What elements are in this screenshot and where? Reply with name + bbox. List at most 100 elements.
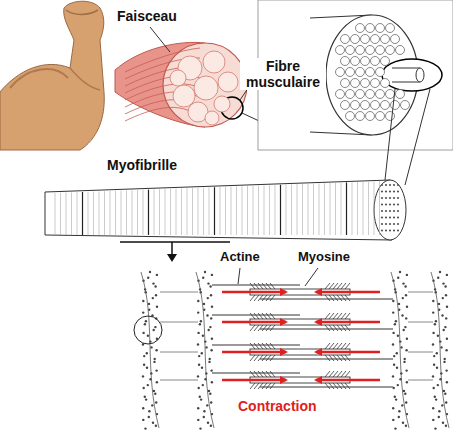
- z-disc-dot: [154, 358, 156, 360]
- fibre-cell: [371, 79, 380, 88]
- fibre-cell: [376, 68, 385, 77]
- myofibril-band: [335, 183, 336, 235]
- fibre-cell: [386, 90, 395, 99]
- z-disc-dot: [392, 343, 394, 345]
- leader-line: [305, 268, 318, 286]
- myofibril-band: [93, 192, 94, 235]
- z-disc-dot: [201, 352, 203, 354]
- z-disc-dot: [442, 282, 444, 284]
- z-disc-dot: [393, 355, 395, 357]
- z-disc-dot: [438, 416, 440, 418]
- z-disc-dot: [406, 306, 408, 308]
- myofilament-dot: [397, 229, 399, 231]
- myofilament-dot: [385, 216, 387, 218]
- myofilament-dot: [397, 216, 399, 218]
- fibre-cell: [381, 35, 390, 44]
- myofibril-band: [148, 190, 149, 235]
- z-disc-dot: [204, 271, 206, 273]
- part-label: Faisceau: [115, 8, 179, 24]
- z-disc-dot: [143, 387, 145, 389]
- myofibril-band: [187, 188, 188, 235]
- myosin-head: [325, 325, 330, 331]
- myofibril-band: [258, 186, 259, 235]
- myofibril-band: [55, 193, 56, 235]
- myofibril-band: [71, 192, 72, 235]
- myofibril-band: [286, 185, 287, 235]
- myofilament-dot: [393, 203, 395, 205]
- myofilament-dot: [397, 197, 399, 199]
- fibre-cell: [341, 79, 350, 88]
- z-disc-dot: [403, 361, 405, 363]
- z-disc-dot: [405, 317, 407, 319]
- actin-filament: [160, 292, 198, 293]
- z-disc-dot: [155, 294, 157, 296]
- process-label: Contraction: [236, 398, 319, 414]
- myofibril-band: [88, 192, 89, 235]
- myosin-head: [270, 313, 275, 319]
- myofibril-band: [77, 192, 78, 235]
- z-disc-dot: [445, 401, 447, 403]
- z-disc-dot: [392, 311, 394, 313]
- z-disc: [196, 272, 214, 428]
- zoom-lines: [385, 89, 430, 185]
- fibre-cell: [381, 57, 390, 66]
- myofilament-dot: [393, 216, 395, 218]
- actin-filament: [408, 292, 433, 293]
- myofilament-dot: [381, 210, 383, 212]
- z-disc-dot: [399, 271, 401, 273]
- z-disc-dot: [142, 419, 144, 421]
- part-label: Actine: [218, 250, 262, 265]
- z-disc-dot: [398, 303, 400, 305]
- z-disc-dot: [154, 285, 156, 287]
- z-disc-dot: [405, 401, 407, 403]
- z-disc-dot: [432, 300, 434, 302]
- z-disc-dot: [392, 407, 394, 409]
- myofibril-band: [374, 181, 375, 235]
- fibre-cell: [366, 68, 375, 77]
- z-disc-dot: [398, 416, 400, 418]
- z-disc-dot: [406, 381, 408, 383]
- myofibril-band: [66, 193, 67, 235]
- myofibril-band: [308, 184, 309, 235]
- fibre-cell: [356, 46, 365, 55]
- myofilament-dot: [381, 203, 383, 205]
- z-disc-dot: [207, 422, 209, 424]
- z-disc-dot: [197, 343, 199, 345]
- myofibril-band: [319, 183, 320, 235]
- z-disc-dot: [210, 294, 212, 296]
- myofibril: [374, 180, 406, 240]
- myofibril-band: [291, 184, 292, 235]
- z-disc-dot: [445, 425, 447, 427]
- z-disc-dot: [209, 326, 211, 328]
- fascicle: [194, 76, 218, 100]
- myofibril-band: [198, 188, 199, 235]
- fibre-cell: [356, 24, 365, 33]
- z-disc-dot: [148, 416, 150, 418]
- myofibril-band: [181, 188, 182, 235]
- myofibril-band: [154, 189, 155, 235]
- z-disc-dot: [405, 294, 407, 296]
- fascicle: [214, 96, 230, 112]
- myofilament-dot: [381, 216, 383, 218]
- z-disc-dot: [405, 425, 407, 427]
- part-label: Myofibrille: [105, 157, 179, 173]
- fibre-cell: [401, 101, 410, 110]
- z-disc-dot: [154, 393, 156, 395]
- z-disc-dot: [437, 277, 439, 279]
- fascicle: [218, 72, 238, 92]
- fibre-cell: [391, 101, 400, 110]
- fibre-cell: [371, 35, 380, 44]
- z-disc-dot: [436, 367, 438, 369]
- z-disc-dot: [397, 384, 399, 386]
- z-disc-dot: [438, 410, 440, 412]
- z-disc-dot: [394, 396, 396, 398]
- z-disc-dot: [393, 364, 395, 366]
- myofibril: [45, 180, 392, 240]
- myofilament-dot: [393, 190, 395, 192]
- contraction-arrow: [222, 351, 286, 354]
- z-disc-dot: [210, 369, 212, 371]
- myosin-head: [270, 355, 275, 361]
- z-disc-dot: [152, 422, 154, 424]
- z-disc-dot: [203, 416, 205, 418]
